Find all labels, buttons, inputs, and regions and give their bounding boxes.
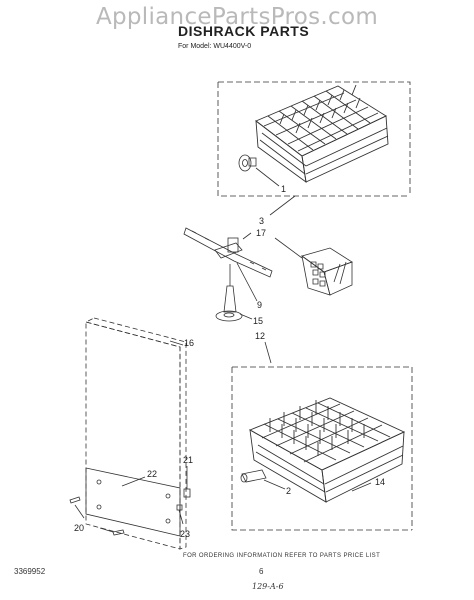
part-9-spray-arm (183, 227, 273, 302)
callout-14: 14 (375, 477, 385, 487)
callout-1: 1 (281, 184, 286, 194)
callout-17: 17 (256, 228, 266, 238)
callout-15: 15 (253, 316, 263, 326)
callout-16: 16 (184, 338, 194, 348)
lower-rack (248, 397, 406, 503)
document-code: 3369952 (14, 567, 46, 576)
part-23-screw (176, 504, 184, 525)
part-2-roller (240, 469, 286, 490)
callout-23: 23 (180, 529, 190, 539)
part-22-kick-panel (85, 467, 181, 537)
lower-rack-box (231, 366, 413, 531)
part-1-roller (238, 154, 280, 187)
part-16-door-panel (84, 317, 187, 550)
part-17-basket (274, 237, 353, 296)
callout-2: 2 (286, 486, 291, 496)
callout-20: 20 (74, 523, 84, 533)
callout-22: 22 (147, 469, 157, 479)
callout-21: 21 (183, 455, 193, 465)
watermark: AppliancePartsPros.com (95, 4, 379, 30)
callout-3: 3 (259, 216, 264, 226)
upper-rack-box (217, 81, 411, 197)
model-label: For Model: WU4400V-0 (178, 43, 252, 50)
page-number: 6 (259, 567, 264, 576)
upper-rack (255, 84, 389, 184)
ordering-note: FOR ORDERING INFORMATION REFER TO PARTS … (183, 553, 381, 559)
part-15-spray-tube (215, 264, 253, 322)
part-21-clip (183, 466, 191, 498)
part-20-screws (69, 496, 125, 536)
callout-12: 12 (255, 331, 265, 341)
page-title: DISHRACK PARTS (178, 23, 310, 39)
callout-9: 9 (257, 300, 262, 310)
handwritten-code: 129-A-6 (252, 582, 284, 591)
